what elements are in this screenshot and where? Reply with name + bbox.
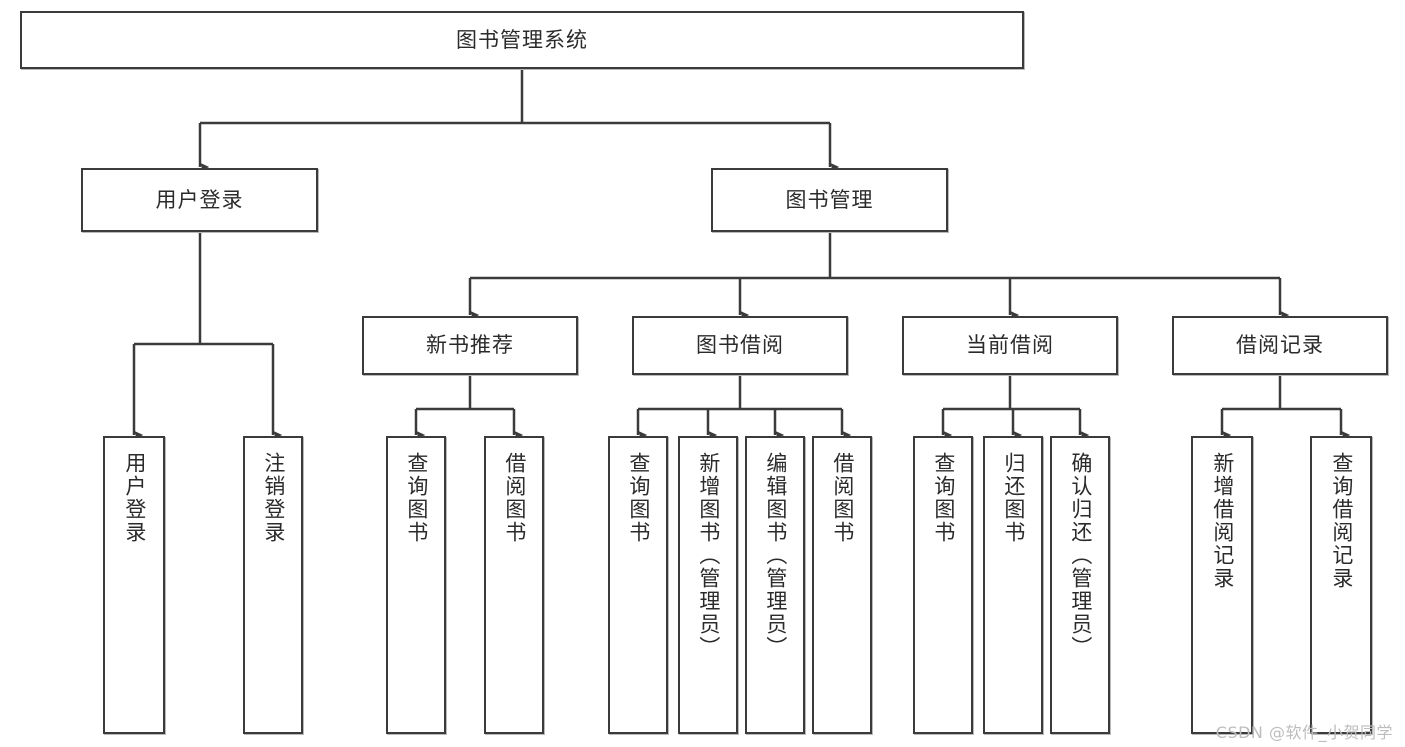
node-label: 查询图书 [931,452,956,544]
node-label: 用户登录 [155,187,244,212]
node-label: 查询借阅记录 [1329,452,1354,590]
node-leaf-borrow-book-rec[interactable]: 借阅图书 [484,436,544,734]
node-leaf-query-book-rec[interactable]: 查询图书 [386,436,446,734]
node-label: 查询图书 [626,452,651,544]
node-label: 用户登录 [122,452,147,544]
node-label: 借阅图书 [830,452,855,544]
node-leaf-borrow-book[interactable]: 借阅图书 [812,436,872,734]
node-label: 图书借阅 [696,333,784,358]
node-new-book-rec[interactable]: 新书推荐 [362,316,578,375]
node-label: 归还图书 [1001,452,1026,544]
node-leaf-query-book-borrow[interactable]: 查询图书 [608,436,668,734]
node-label: 借阅图书 [502,452,527,544]
node-label: 借阅记录 [1236,333,1324,358]
node-label: 查询图书 [404,452,429,544]
node-leaf-logout[interactable]: 注销登录 [243,436,303,734]
node-leaf-edit-book[interactable]: 编辑图书（管理员） [745,436,805,734]
node-leaf-confirm-return[interactable]: 确认归还（管理员） [1050,436,1110,734]
node-label: 注销登录 [261,452,286,544]
node-leaf-user-login[interactable]: 用户登录 [103,436,165,734]
node-leaf-add-book[interactable]: 新增图书（管理员） [678,436,738,734]
node-label: 新增图书（管理员） [696,452,721,659]
node-label: 新增借阅记录 [1210,452,1235,590]
node-book-borrow[interactable]: 图书借阅 [632,316,848,375]
node-label: 当前借阅 [966,333,1054,358]
node-label: 确认归还（管理员） [1068,452,1093,659]
node-borrow-record[interactable]: 借阅记录 [1172,316,1388,375]
node-book-manage[interactable]: 图书管理 [711,168,948,232]
node-label: 图书管理系统 [456,27,588,52]
node-user-login[interactable]: 用户登录 [81,168,318,232]
node-root[interactable]: 图书管理系统 [20,11,1024,69]
node-label: 新书推荐 [426,333,514,358]
node-label: 图书管理 [785,187,874,212]
node-label: 编辑图书（管理员） [763,452,788,659]
node-leaf-add-record[interactable]: 新增借阅记录 [1191,436,1253,734]
node-leaf-query-book-cur[interactable]: 查询图书 [913,436,973,734]
node-leaf-query-record[interactable]: 查询借阅记录 [1310,436,1372,734]
node-current-borrow[interactable]: 当前借阅 [902,316,1118,375]
node-leaf-return-book[interactable]: 归还图书 [983,436,1043,734]
watermark-text: CSDN @软件_小贺同学 [1215,723,1393,742]
